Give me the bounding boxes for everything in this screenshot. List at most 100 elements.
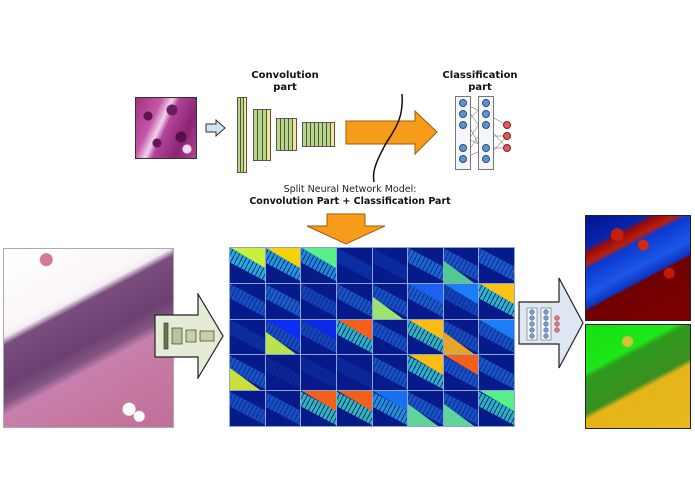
activation-corner [337,391,372,412]
feature-map-cell [230,391,265,426]
activation-band [230,283,265,319]
feature-map-cell [479,319,514,355]
feature-map-cell [301,319,336,355]
activation-region [443,260,474,283]
activation-region [443,332,474,355]
node-icon [482,110,490,118]
feature-map-cell [301,391,336,426]
activation-band [265,355,301,391]
activation-band [408,248,443,283]
activation-corner [266,248,301,268]
activation-corner [301,319,336,340]
node-icon [459,99,467,107]
feature-map-cell [336,319,372,355]
activation-band [230,391,265,426]
feature-map-cell [443,319,479,355]
conv-layer-2 [253,109,271,161]
feature-map-cell [336,391,372,426]
activation-band [336,355,372,391]
activation-band [301,283,336,319]
node-icon [482,121,490,129]
activation-corner [444,283,479,304]
output-node-icon [503,132,511,140]
feature-map-cell [265,248,301,283]
classifier-block-arrow [518,277,584,369]
whole-slide-image [3,248,174,428]
activation-corner [301,391,336,412]
node-icon [459,155,467,163]
feature-map-cell [372,391,408,426]
activation-corner [480,391,514,412]
classification-label-line1: Classification [442,70,518,81]
feature-map-cell [265,391,301,426]
feature-map-cell [372,248,408,283]
feature-map-cell [408,391,443,426]
activation-corner [408,355,443,376]
classification-label-line2: part [468,82,492,93]
feature-map-cell [408,355,443,391]
feature-map-cell [301,283,336,319]
feature-map-cell [443,391,479,426]
activation-corner [408,319,443,340]
node-icon [459,110,467,118]
segmentation-map-output [585,324,691,429]
activation-band [372,319,408,355]
activation-region [265,332,296,355]
feature-map-cell [479,283,514,319]
activation-band [336,248,372,283]
feature-map-cell [230,355,265,391]
classification-network-icon [453,96,523,172]
activation-band [265,391,301,426]
feature-map-grid [229,247,515,427]
activation-band [230,319,265,355]
feature-map-cell [265,283,301,319]
conv-layer-3 [276,118,297,151]
output-node-icon [503,121,511,129]
activation-corner [230,248,265,268]
orange-down-arrow [306,213,386,245]
feature-map-cell [372,283,408,319]
feature-map-cell [301,355,336,391]
feature-map-cell [336,248,372,283]
feature-map-cell [230,248,265,283]
activation-corner [408,283,443,304]
feature-map-cell [230,319,265,355]
caption-line2: Convolution Part + Classification Part [249,196,451,207]
node-icon [482,99,490,107]
activation-region [408,403,439,426]
feature-map-cell [265,355,301,391]
activation-band [372,248,408,283]
feature-map-cell [301,248,336,283]
feature-map-cell [408,319,443,355]
activation-region [230,368,260,391]
convolution-label-line2: part [273,82,297,93]
activation-region [372,296,403,319]
activation-band [372,355,408,391]
node-icon [482,144,490,152]
model-caption: Split Neural Network Model: Convolution … [230,184,470,208]
feature-map-cell [479,248,514,283]
feature-map-cell [336,283,372,319]
small-right-arrow-icon [205,119,226,137]
feature-map-cell [479,355,514,391]
node-icon [459,121,467,129]
caption-line1: Split Neural Network Model: [283,184,417,195]
output-node-icon [503,144,511,152]
orange-right-arrow [345,110,438,155]
activation-band [265,283,301,319]
feature-map-cell [408,283,443,319]
activation-corner [301,248,336,268]
activation-corner [373,391,408,412]
activation-corner [480,319,514,340]
feature-map-cell [408,248,443,283]
input-tissue-patch [135,97,197,159]
cnn-block-arrow [154,293,224,379]
split-line [372,93,403,183]
activation-corner [444,355,479,376]
activation-band [336,283,372,319]
activation-region [443,403,474,426]
feature-map-cell [230,283,265,319]
feature-map-cell [443,283,479,319]
feature-map-cell [479,391,514,426]
feature-map-cell [265,319,301,355]
